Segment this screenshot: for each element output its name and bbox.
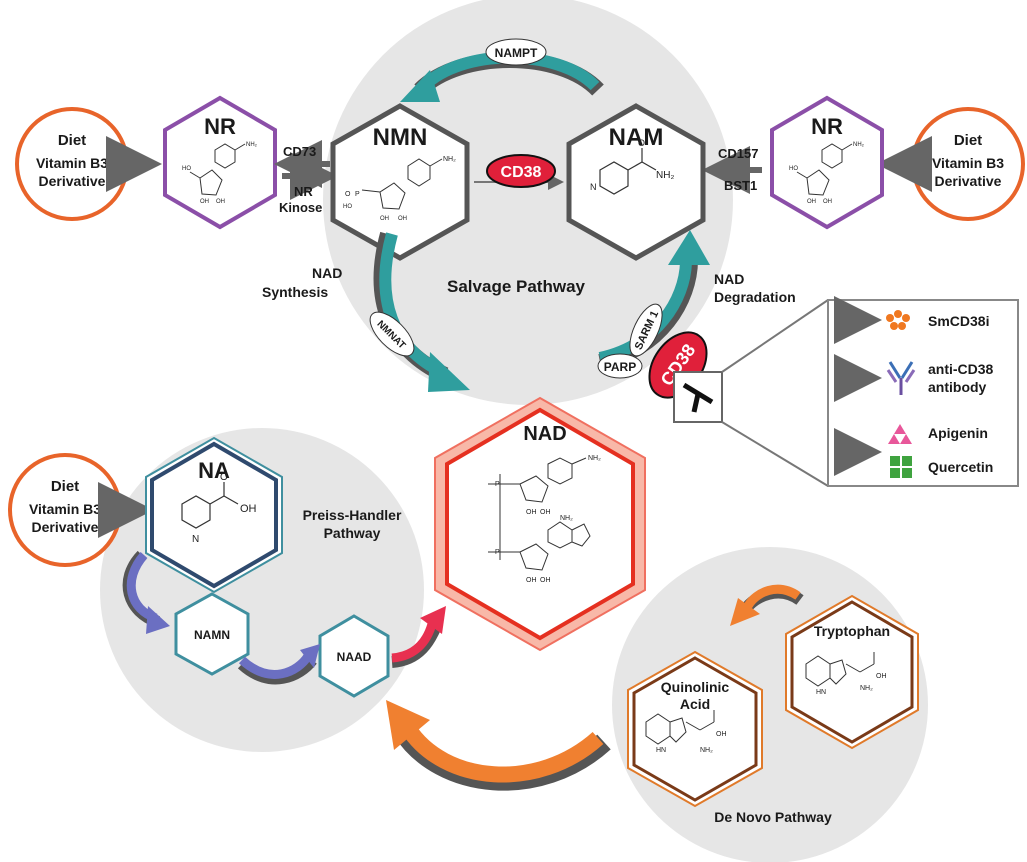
namn-hexagon: NAMN — [174, 592, 250, 676]
svg-text:Tryptophan: Tryptophan — [814, 623, 890, 639]
nr-hexagon-right: NR NH₂ HO OH OH — [770, 95, 884, 230]
svg-text:Vitamin B3: Vitamin B3 — [29, 501, 101, 517]
nr-kinose-label: NR — [294, 184, 313, 199]
svg-text:OH: OH — [398, 216, 407, 222]
salvage-pathway-label: Salvage Pathway — [447, 277, 586, 296]
inhibitor-4-label: Quercetin — [928, 459, 993, 475]
svg-text:NAD: NAD — [523, 423, 566, 445]
svg-text:NR: NR — [811, 114, 843, 139]
svg-text:OH: OH — [823, 199, 832, 205]
svg-text:NH₂: NH₂ — [656, 170, 674, 181]
svg-text:N: N — [192, 534, 199, 545]
preiss-handler-label: Preiss-Handler — [303, 507, 402, 523]
svg-text:OH: OH — [807, 199, 816, 205]
svg-text:NAAD: NAAD — [337, 650, 372, 664]
quinolinic-acid-hexagon: Quinolinic Acid OH NH₂ HN — [627, 650, 763, 808]
de-novo-pathway-label: De Novo Pathway — [714, 809, 832, 825]
svg-text:Diet: Diet — [58, 132, 86, 149]
svg-text:O: O — [638, 138, 645, 148]
svg-text:HO: HO — [343, 204, 352, 210]
svg-text:OH: OH — [540, 577, 551, 584]
svg-text:OH: OH — [540, 509, 551, 516]
svg-text:NH₂: NH₂ — [860, 685, 873, 692]
inhibitor-2-label: anti-CD38 — [928, 361, 994, 377]
nampt-label: NAMPT — [485, 38, 547, 66]
svg-text:Derivative: Derivative — [39, 173, 106, 189]
svg-text:NH₂: NH₂ — [560, 515, 573, 522]
svg-text:OH: OH — [216, 199, 225, 205]
svg-text:NH₂: NH₂ — [588, 455, 601, 462]
svg-text:OH: OH — [876, 673, 887, 680]
svg-text:Synthesis: Synthesis — [262, 284, 328, 300]
svg-text:NAMPT: NAMPT — [495, 46, 538, 60]
diet-source-left-top: Diet Vitamin B3 Derivative — [15, 107, 129, 221]
svg-text:NAMN: NAMN — [194, 628, 230, 642]
svg-text:Vitamin B3: Vitamin B3 — [932, 155, 1004, 171]
svg-text:P: P — [355, 191, 360, 198]
svg-text:OH: OH — [200, 199, 209, 205]
svg-text:CD38: CD38 — [501, 164, 542, 181]
svg-text:Diet: Diet — [954, 132, 982, 149]
na-hexagon: NA O OH N — [145, 436, 283, 594]
svg-text:PARP: PARP — [604, 360, 636, 374]
square-grid-icon — [890, 456, 912, 478]
svg-text:HN: HN — [656, 747, 666, 754]
svg-text:NAM: NAM — [609, 124, 664, 151]
cd73-label: CD73 — [283, 144, 316, 159]
svg-text:OH: OH — [526, 577, 537, 584]
svg-text:O: O — [220, 472, 228, 483]
cd157-label: CD157 — [718, 146, 758, 161]
bst1-label: BST1 — [724, 178, 757, 193]
nam-hexagon: NAM O NH₂ N — [566, 103, 706, 261]
svg-text:NH₂: NH₂ — [700, 747, 713, 754]
inhibition-t-bar — [673, 371, 723, 423]
svg-text:HN: HN — [816, 689, 826, 696]
svg-text:NR: NR — [204, 114, 236, 139]
triangle-cluster-icon — [888, 424, 912, 444]
svg-text:Derivative: Derivative — [935, 173, 1002, 189]
svg-text:NA: NA — [198, 458, 230, 483]
svg-text:P: P — [495, 481, 500, 488]
svg-text:OH: OH — [716, 731, 727, 738]
svg-text:NH₂: NH₂ — [853, 142, 865, 148]
svg-text:N: N — [590, 182, 597, 192]
inhibitor-1-label: SmCD38i — [928, 313, 989, 329]
svg-text:Kinose: Kinose — [279, 200, 322, 215]
nad-synthesis-label: NAD — [312, 265, 342, 281]
svg-text:HO: HO — [789, 166, 798, 172]
svg-text:Degradation: Degradation — [714, 289, 796, 305]
svg-text:NH₂: NH₂ — [246, 142, 258, 148]
svg-text:Acid: Acid — [680, 696, 710, 712]
svg-text:Derivative: Derivative — [32, 519, 99, 535]
inhibitor-3-label: Apigenin — [928, 425, 988, 441]
nr-hexagon-left: NR NH₂ HO OH OH — [163, 95, 277, 230]
svg-text:NMN: NMN — [373, 124, 428, 151]
svg-text:P: P — [495, 549, 500, 556]
nad-degradation-label: NAD — [714, 271, 744, 287]
svg-text:OH: OH — [526, 509, 537, 516]
naad-hexagon: NAAD — [318, 614, 390, 698]
svg-text:NH₂: NH₂ — [443, 156, 456, 163]
nad-hexagon: NAD NH₂ NH₂ P P OH OH OH OH — [434, 396, 646, 652]
svg-text:Quinolinic: Quinolinic — [661, 679, 730, 695]
svg-text:HO: HO — [182, 166, 191, 172]
hexagon-cluster-icon — [886, 310, 910, 330]
svg-text:Pathway: Pathway — [324, 525, 381, 541]
svg-text:antibody: antibody — [928, 379, 987, 395]
svg-text:OH: OH — [240, 503, 257, 515]
svg-text:Diet: Diet — [51, 478, 79, 495]
antibody-icon — [886, 361, 916, 395]
nmn-hexagon: NMN NH₂ O P HO OH OH — [330, 103, 470, 261]
diet-source-left-bottom: Diet Vitamin B3 Derivative — [8, 453, 122, 567]
inhibitor-panel: SmCD38i anti-CD38 antibody Apigenin Quer… — [827, 296, 1019, 487]
svg-text:OH: OH — [380, 216, 389, 222]
tryptophan-hexagon: Tryptophan OH NH₂ HN — [785, 594, 919, 750]
svg-text:O: O — [345, 191, 351, 198]
svg-text:Vitamin B3: Vitamin B3 — [36, 155, 108, 171]
cd38-salvage-badge: CD38 — [486, 154, 556, 188]
diet-source-right-top: Diet Vitamin B3 Derivative — [911, 107, 1025, 221]
parp-label: PARP — [597, 353, 643, 379]
